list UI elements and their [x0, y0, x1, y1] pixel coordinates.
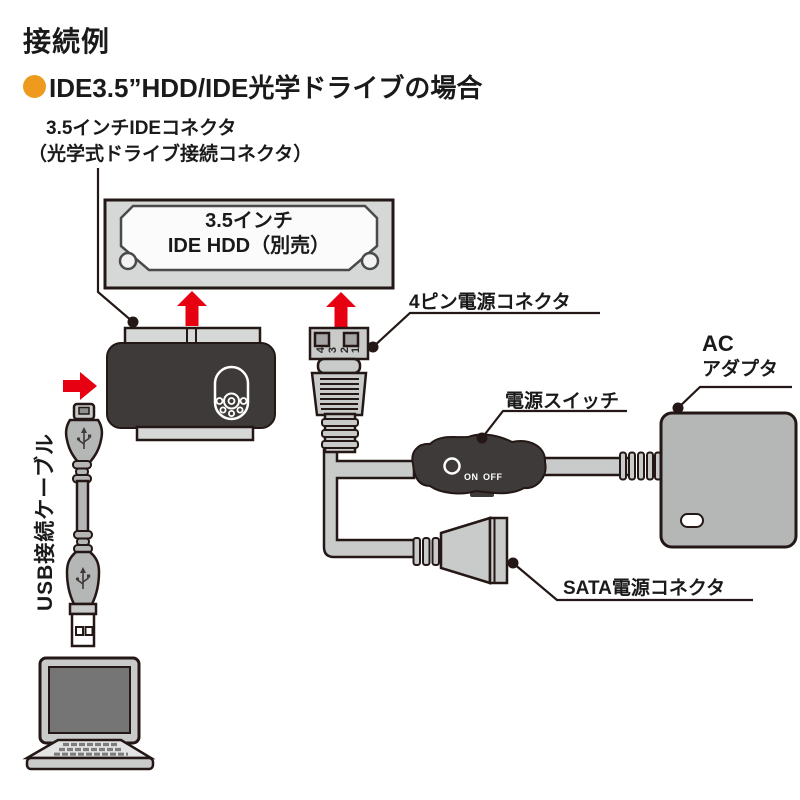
switch-button-icon — [443, 457, 461, 475]
adapter-dial-icon — [213, 365, 250, 421]
sata-connector-illustration — [412, 516, 509, 585]
usb-cable-illustration — [64, 402, 104, 648]
header: 接続例 IDE3.5”HDD/IDE光学ドライブの場合 — [23, 20, 482, 105]
label-4pin-power-connector: 4ピン電源コネクタ — [409, 292, 571, 313]
switch-on-label: ON — [464, 472, 479, 482]
up-arrow-icon — [177, 291, 207, 326]
laptop-illustration — [22, 656, 156, 771]
label-ide-connector-line1: 3.5インチIDEコネクタ — [46, 118, 237, 139]
label-ac-line1: AC — [702, 331, 734, 356]
pin-number-4: 4 — [315, 346, 327, 354]
power-cable — [322, 448, 416, 559]
right-arrow-icon — [63, 372, 97, 400]
up-arrow-icon — [326, 292, 356, 327]
label-usb-cable: USB接続ケーブル — [34, 432, 57, 612]
cable-ribs — [619, 451, 662, 481]
screw-hole-icon — [360, 251, 380, 271]
callout-dots — [127, 316, 684, 569]
ac-indicator-icon — [680, 513, 704, 528]
label-hdd-line2: IDE HDD（別売） — [167, 235, 331, 257]
label-hdd: 3.5インチ IDE HDD（別売） — [105, 209, 393, 259]
label-ide-connector-line2: （光学式ドライブ接続コネクタ） — [28, 144, 313, 165]
ide-adapter-illustration — [106, 326, 276, 442]
label-sata-power-connector: SATA電源コネクタ — [563, 578, 726, 599]
callout-lines — [96, 168, 792, 602]
usb-trident-icon — [76, 427, 92, 449]
usb-trident-icon — [75, 567, 91, 589]
label-ac-line2: アダプタ — [702, 359, 779, 380]
ac-adapter-illustration — [659, 411, 798, 549]
subtitle-text: IDE3.5”HDD/IDE光学ドライブの場合 — [49, 73, 483, 103]
pin-number-1: 1 — [350, 346, 362, 354]
label-hdd-line1: 3.5インチ — [205, 210, 293, 232]
hdd-illustration — [103, 198, 395, 290]
power-switch-illustration — [411, 433, 547, 497]
label-power-switch: 電源スイッチ — [505, 391, 620, 412]
power-4pin-connector-illustration — [308, 326, 370, 454]
page-title: 接続例 — [23, 26, 111, 57]
subtitle: IDE3.5”HDD/IDE光学ドライブの場合 — [23, 68, 482, 105]
ac-cable — [538, 456, 632, 477]
connector-grille — [320, 378, 359, 410]
switch-off-label: OFF — [483, 472, 503, 482]
screw-hole-icon — [118, 251, 138, 271]
bullet-icon — [23, 75, 46, 98]
laptop-screen — [48, 666, 131, 734]
laptop-keyboard — [54, 742, 128, 756]
pin-number-3: 3 — [327, 346, 339, 354]
label-ac-adapter: AC アダプタ — [702, 331, 778, 383]
